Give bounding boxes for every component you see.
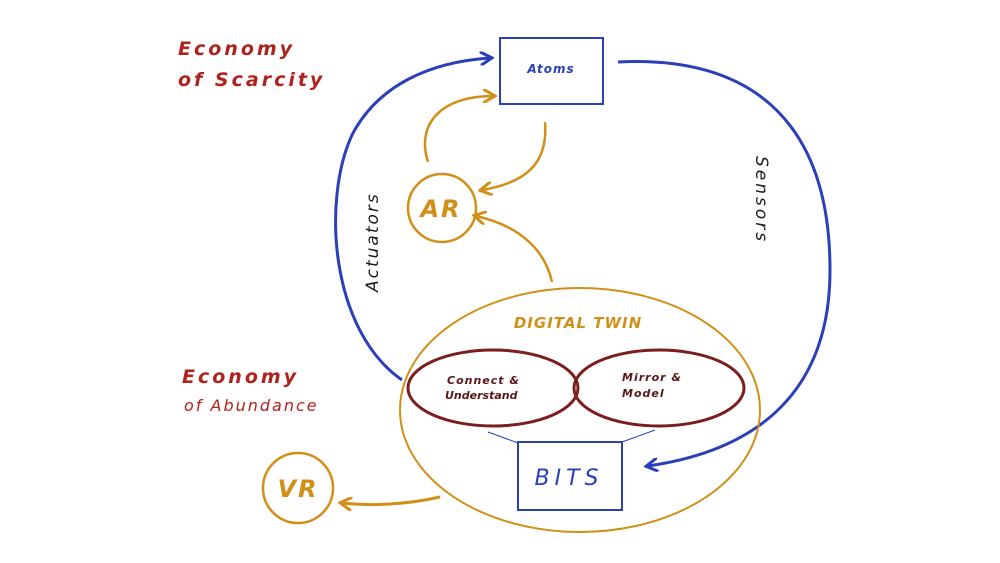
ar-to-atoms-arrow bbox=[423, 96, 493, 163]
connect-label-line2: Understand bbox=[445, 389, 518, 402]
sensors-label: Sensors bbox=[751, 156, 771, 244]
bits-box bbox=[517, 441, 623, 511]
connect-understand-ellipse bbox=[406, 348, 580, 428]
ar-label: AR bbox=[418, 195, 461, 223]
economy-abundance-label-line1: Economy bbox=[182, 366, 299, 388]
atoms-label: Atoms bbox=[526, 62, 574, 76]
actuators-label: Actuators bbox=[363, 192, 383, 293]
digital-twin-to-vr-arrow bbox=[342, 495, 441, 505]
economy-scarcity-label-line1: Economy bbox=[178, 38, 295, 60]
actuators-arrow bbox=[334, 58, 490, 382]
mirror-model-ellipse bbox=[572, 348, 746, 428]
vr-circle bbox=[261, 451, 335, 525]
ar-circle bbox=[406, 172, 478, 244]
economy-abundance-label-line2: of Abundance bbox=[184, 396, 319, 415]
sensors-arrow bbox=[617, 60, 832, 466]
bits-label: BITS bbox=[535, 466, 604, 491]
vr-label: VR bbox=[277, 475, 318, 503]
connect-label-line1: Connect & bbox=[447, 374, 520, 387]
digital-twin-label: DIGITAL TWIN bbox=[514, 314, 642, 332]
economy-scarcity-label-line2: of Scarcity bbox=[178, 69, 325, 91]
atoms-box bbox=[499, 37, 604, 105]
venn-to-bits-connector bbox=[487, 429, 656, 444]
digital-twin-ellipse bbox=[399, 287, 761, 533]
mirror-label-line2: Model bbox=[622, 387, 665, 400]
digital-twin-to-ar-arrow bbox=[476, 216, 554, 283]
mirror-label-line1: Mirror & bbox=[622, 371, 682, 384]
atoms-to-ar-arrow bbox=[482, 121, 547, 190]
